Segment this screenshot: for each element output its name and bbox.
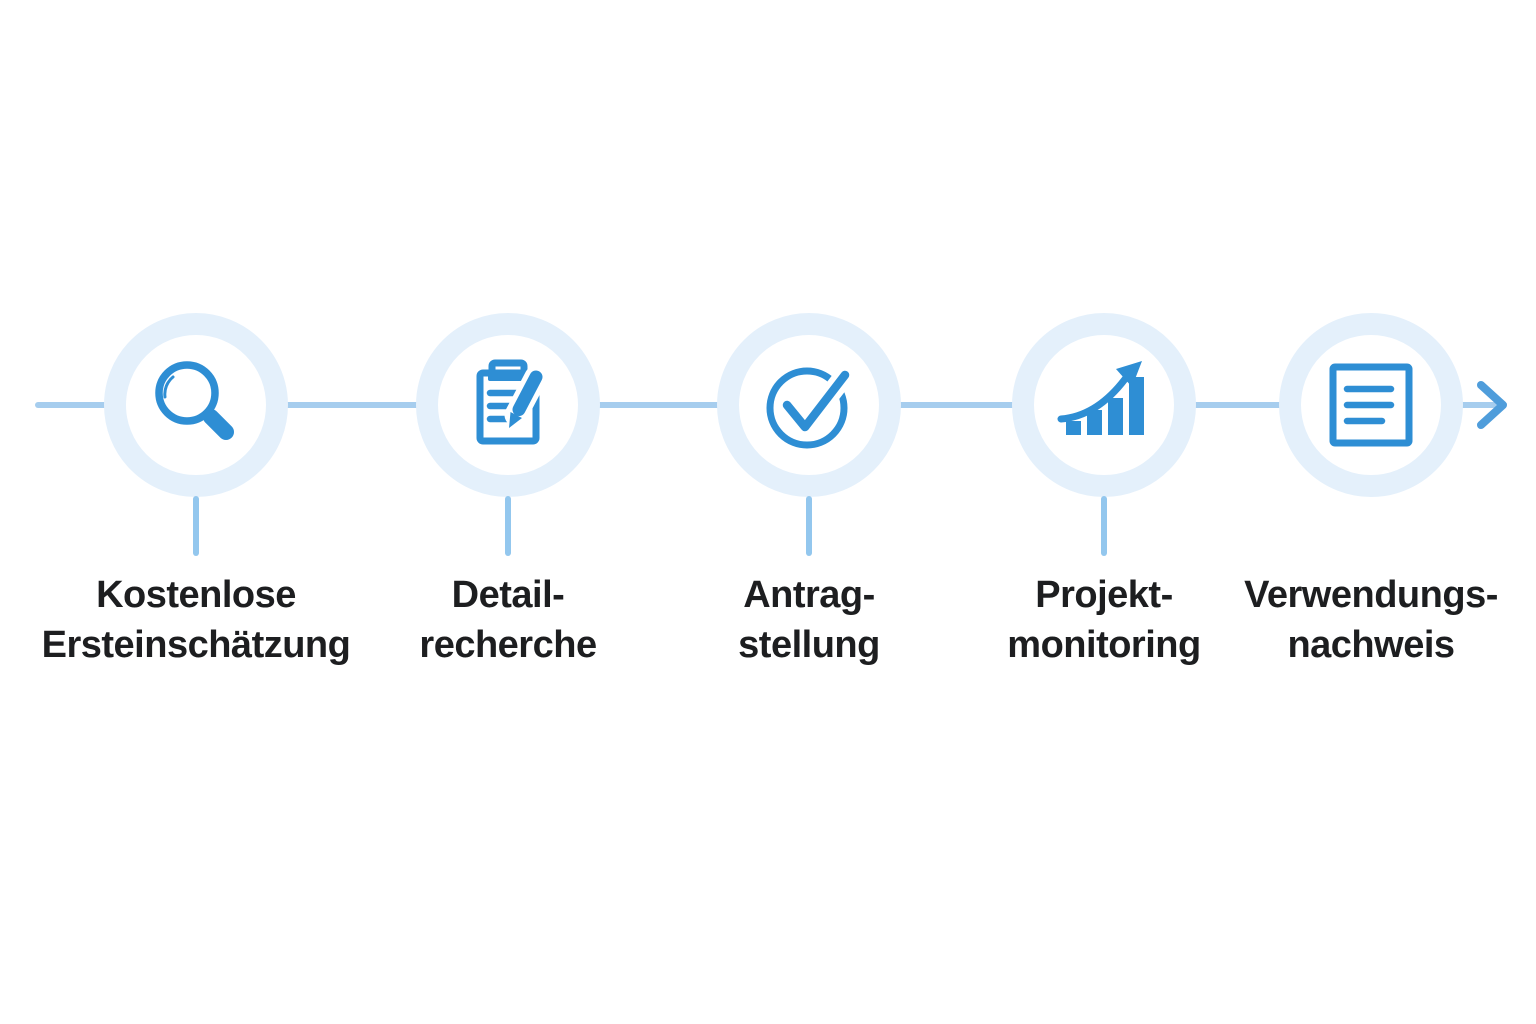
- step-1-circle: [104, 313, 288, 497]
- step-4-label-line2: monitoring: [1007, 624, 1201, 666]
- step-2-label-line2: recherche: [419, 624, 597, 666]
- step-4-label: Projekt- monitoring: [894, 570, 1314, 670]
- step-3-label: Antrag- stellung: [599, 570, 1019, 670]
- step-2-circle: [416, 313, 600, 497]
- step-1-label: Kostenlose Ersteinschätzung: [0, 570, 406, 670]
- step-1-label-line1: Kostenlose: [96, 574, 296, 616]
- step-5-circle: [1279, 313, 1463, 497]
- step-2-label: Detail- recherche: [298, 570, 718, 670]
- bar-chart-growth-icon: [1057, 361, 1144, 435]
- step-2-connector: [505, 496, 511, 556]
- step-3-label-line1: Antrag-: [743, 574, 875, 616]
- step-3-connector: [806, 496, 812, 556]
- step-1-connector: [193, 496, 199, 556]
- step-3-label-line2: stellung: [738, 624, 880, 666]
- magnifying-glass-icon: [155, 361, 234, 440]
- step-2-label-line1: Detail-: [451, 574, 565, 616]
- step-4-circle: [1012, 313, 1196, 497]
- step-3-circle: [717, 313, 901, 497]
- clipboard-pencil-icon: [476, 359, 548, 445]
- step-4-connector: [1101, 496, 1107, 556]
- step-4-label-line1: Projekt-: [1035, 574, 1173, 616]
- arrow-right-icon: [1477, 381, 1507, 429]
- check-circle-icon: [766, 365, 855, 449]
- step-1-label-line2: Ersteinschätzung: [41, 624, 351, 666]
- document-lines-icon: [1329, 363, 1413, 447]
- step-5-label-line1: Verwendungs-: [1244, 574, 1498, 616]
- step-5-label: Verwendungs- nachweis: [1161, 570, 1536, 670]
- step-5-label-line2: nachweis: [1287, 624, 1455, 666]
